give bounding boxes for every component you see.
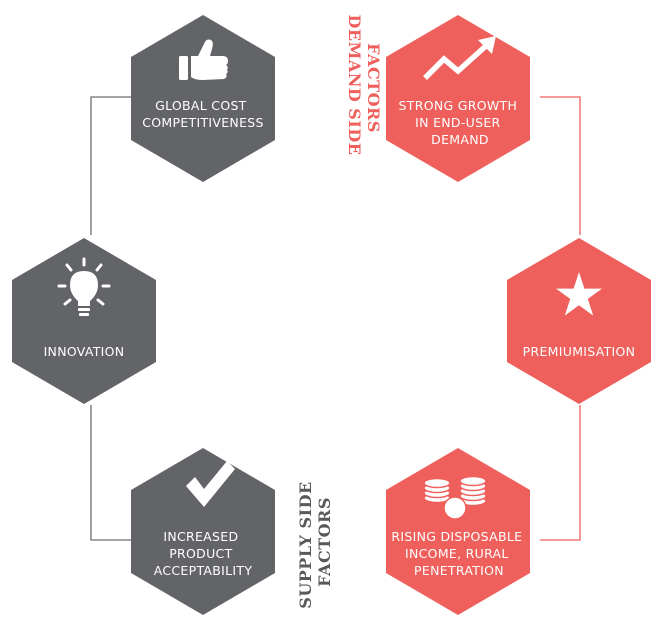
- trend-up-arrow-icon: [423, 36, 496, 80]
- coins-icon: [423, 475, 487, 520]
- connector-growth-to-premiumisation: [540, 96, 581, 235]
- demand-connectors: [540, 96, 581, 541]
- label-line: PENETRATION: [414, 563, 504, 578]
- hexagon-shape: [507, 238, 651, 404]
- connector-global-cost-to-innovation: [90, 96, 131, 235]
- demand-side-label: DEMAND SIDE FACTORS: [345, 15, 383, 162]
- supply-side-label-line2: FACTORS: [315, 497, 334, 587]
- factor-label: GLOBAL COST COMPETITIVENESS: [142, 98, 264, 130]
- label-line: INCREASED: [163, 529, 238, 544]
- label-line: PRODUCT: [169, 546, 232, 561]
- factor-innovation: INNOVATION: [12, 238, 156, 404]
- star-icon: [556, 272, 602, 316]
- label-line: GLOBAL COST: [155, 98, 247, 113]
- thumbs-up-icon: [179, 39, 228, 80]
- factor-global-cost: GLOBAL COST COMPETITIVENESS: [131, 15, 275, 182]
- supply-side-label-line1: SUPPLY SIDE: [296, 481, 315, 608]
- factor-label: INNOVATION: [44, 344, 125, 359]
- factor-label: STRONG GROWTH IN END-USER DEMAND: [399, 98, 522, 147]
- hexagon-shape: [131, 15, 275, 182]
- hexagon-shape: [12, 238, 156, 404]
- label-line: COMPETITIVENESS: [142, 115, 264, 130]
- factor-product-acceptability: INCREASED PRODUCT ACCEPTABILITY: [131, 448, 275, 615]
- checkmark-icon: [186, 461, 235, 507]
- label-line: STRONG GROWTH: [399, 98, 518, 113]
- supply-connectors: [90, 96, 131, 541]
- demand-side-label-line1: DEMAND SIDE: [345, 15, 364, 156]
- factor-premiumisation: PREMIUMISATION: [507, 238, 651, 404]
- label-line: PREMIUMISATION: [523, 344, 636, 359]
- factor-label: RISING DISPOSABLE INCOME, RURAL PENETRAT…: [391, 529, 526, 578]
- label-line: ACCEPTABILITY: [154, 563, 253, 578]
- label-line: DEMAND: [431, 132, 489, 147]
- factor-label: INCREASED PRODUCT ACCEPTABILITY: [154, 529, 253, 578]
- label-line: IN END-USER: [415, 115, 500, 130]
- label-line: INCOME, RURAL: [405, 546, 509, 561]
- label-line: RISING DISPOSABLE: [391, 529, 522, 544]
- hexagon-shape: [386, 448, 530, 615]
- factor-label: PREMIUMISATION: [523, 344, 636, 359]
- demand-side-label-line2: FACTORS: [364, 43, 383, 133]
- supply-side-label: SUPPLY SIDE FACTORS: [296, 475, 334, 608]
- factor-disposable-income: RISING DISPOSABLE INCOME, RURAL PENETRAT…: [386, 448, 530, 615]
- connector-premiumisation-to-income: [540, 405, 581, 541]
- hexagon-shape: [386, 15, 530, 182]
- connector-innovation-to-acceptability: [90, 405, 131, 541]
- lightbulb-icon: [57, 257, 111, 316]
- hexagon-shape: [131, 448, 275, 615]
- factor-end-user-demand: STRONG GROWTH IN END-USER DEMAND: [386, 15, 530, 182]
- label-line: INNOVATION: [44, 344, 125, 359]
